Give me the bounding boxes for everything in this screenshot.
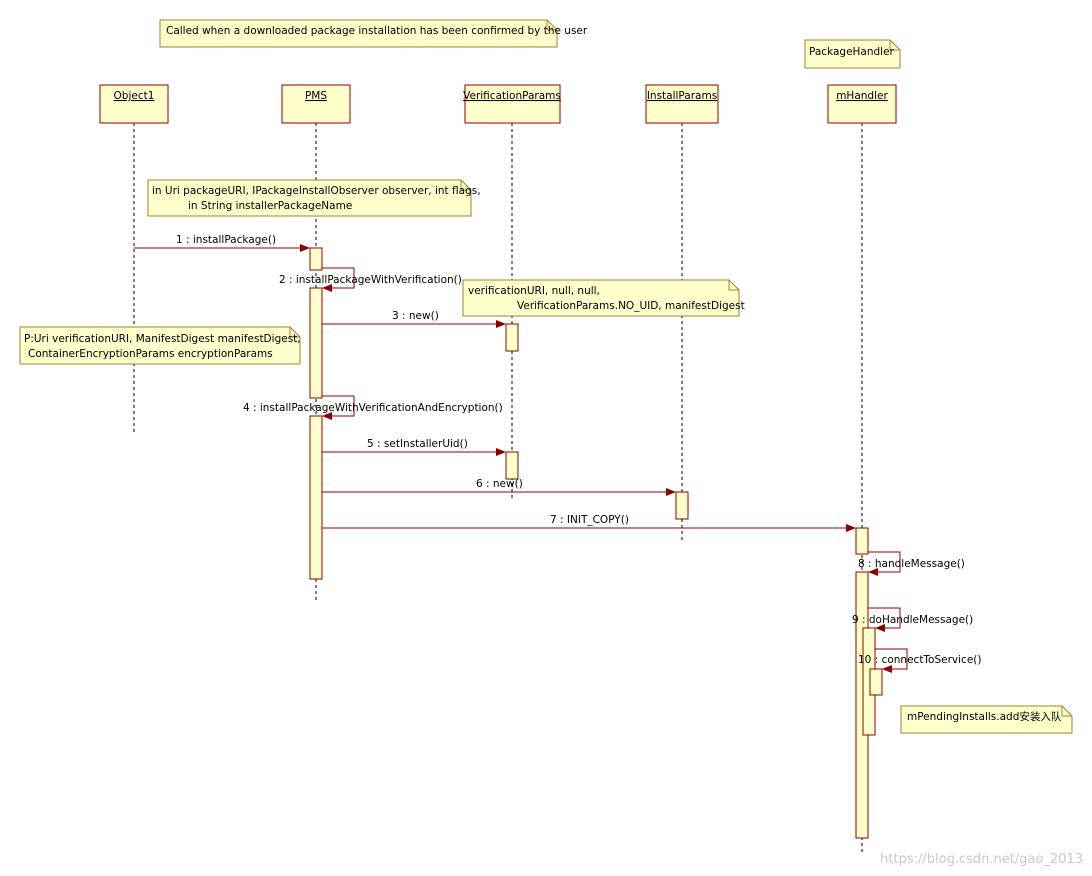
note-install-args-line1: in Uri packageURI, IPackageInstallObserv… [152,185,481,197]
message-9: 9 : doHandleMessage() [852,607,973,632]
message-2-label: 2 : installPackageWithVerification() [279,274,462,286]
message-10: 10 : connectToService() [858,648,981,673]
activation-mhandler-4 [869,668,883,696]
message-5: 5 : setInstallerUid() [322,438,506,456]
participant-mhandler-label: mHandler [836,90,888,102]
note-p-args: P:Uri verificationURI, ManifestDigest ma… [19,326,301,365]
message-2: 2 : installPackageWithVerification() [279,267,462,292]
note-pending-installs-text: mPendingInstalls.add安装入队 [907,710,1062,723]
message-6: 6 : new() [322,478,676,496]
activation-pms-2 [309,287,323,399]
message-8-label: 8 : handleMessage() [858,558,965,570]
note-install-args-line2: in String installerPackageName [188,200,352,212]
activation-pms-1 [309,247,323,271]
header-note-text: Called when a downloaded package install… [166,25,588,37]
activation-installparams [675,491,689,520]
message-10-label: 10 : connectToService() [858,654,981,666]
activation-pms-3 [309,415,323,580]
message-3-label: 3 : new() [392,310,439,322]
message-3: 3 : new() [322,310,506,328]
note-verification-args: verificationURI, null, null, Verificatio… [462,279,745,317]
message-9-label: 9 : doHandleMessage() [852,614,973,626]
message-4: 4 : installPackageWithVerificationAndEnc… [243,395,503,420]
participant-installparams-label: InstallParams [647,90,717,102]
activation-mhandler-1 [855,527,869,555]
activation-verificationparams-1 [505,323,519,352]
note-pending-installs: mPendingInstalls.add安装入队 [900,705,1073,734]
participant-object1-label: Object1 [114,90,155,102]
message-8: 8 : handleMessage() [858,551,965,576]
watermark-text: https://blog.csdn.net/gao_2013 [880,852,1083,867]
message-1: 1 : installPackage() [134,234,310,252]
message-4-label: 4 : installPackageWithVerificationAndEnc… [243,402,503,414]
message-5-label: 5 : setInstallerUid() [367,438,468,450]
participant-verificationparams: VerificationParams [463,84,561,124]
participant-pms-label: PMS [305,90,327,102]
message-7: 7 : INIT_COPY() [322,514,856,532]
participant-mhandler: mHandler [827,84,897,124]
note-p-args-line2: ContainerEncryptionParams encryptionPara… [28,348,273,360]
package-handler-note-text: PackageHandler [809,46,895,58]
note-verification-args-line2: VerificationParams.NO_UID, manifestDiges… [517,300,745,312]
note-install-args: in Uri packageURI, IPackageInstallObserv… [147,179,481,217]
note-p-args-line1: P:Uri verificationURI, ManifestDigest ma… [24,333,301,345]
activation-verificationparams-2 [505,451,519,480]
participant-pms: PMS [281,84,351,124]
participant-object1: Object1 [99,84,169,124]
participant-verificationparams-label: VerificationParams [463,90,561,102]
message-1-label: 1 : installPackage() [176,234,276,246]
participant-installparams: InstallParams [645,84,719,124]
header-note: Called when a downloaded package install… [159,19,588,48]
note-verification-args-line1: verificationURI, null, null, [468,285,600,297]
message-7-label: 7 : INIT_COPY() [550,514,629,526]
package-handler-note: PackageHandler [804,39,901,69]
message-6-label: 6 : new() [476,478,523,490]
